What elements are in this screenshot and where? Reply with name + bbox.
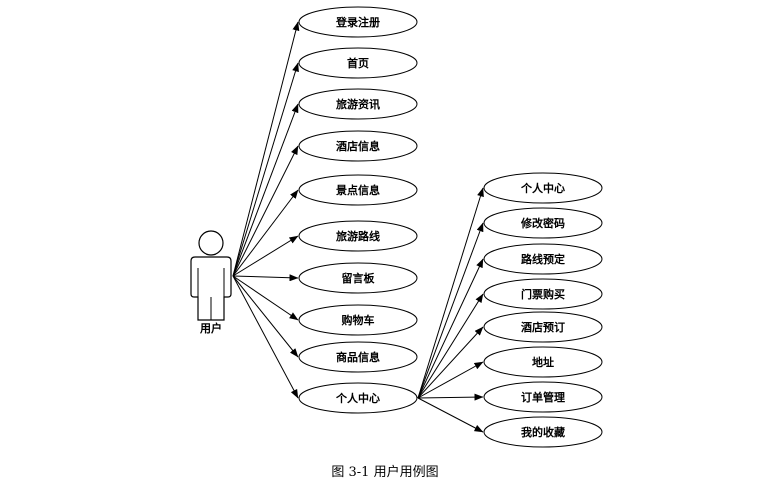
connector-line-personal-center: [232, 275, 299, 399]
connector-line-login: [232, 21, 300, 277]
use-case-travel-news-label: 旅游资讯: [336, 97, 380, 111]
connector-line-travel-route: [232, 235, 299, 277]
connector-line-sub-hotel-booking: [417, 326, 484, 399]
sub-use-case-route-booking-label: 路线预定: [521, 252, 565, 266]
sub-use-case-my-favorites-label: 我的收藏: [521, 425, 565, 439]
connector-line-product-info: [232, 275, 299, 358]
connector-line-message-board: [232, 274, 299, 282]
use-case-message-board-label: 留言板: [342, 271, 376, 285]
sub-use-case-order-management: 订单管理: [483, 381, 603, 413]
use-case-cart: 购物车: [298, 304, 418, 336]
actor-head: [198, 230, 224, 256]
connector-line-travel-news: [232, 103, 299, 277]
use-case-cart-label: 购物车: [342, 313, 375, 327]
connector-lines: [232, 21, 484, 433]
connector-line-sub-order-management: [417, 393, 484, 401]
use-case-product-info: 商品信息: [298, 341, 418, 373]
sub-use-case-personal-center: 个人中心: [483, 172, 603, 204]
actor-user: 用户: [190, 230, 232, 335]
use-case-scenic-info-label: 景点信息: [335, 183, 380, 197]
actor-label: 用户: [200, 321, 222, 335]
actor-body: [190, 256, 232, 321]
sub-use-case-change-password: 修改密码: [483, 207, 603, 239]
use-case-scenic-info: 景点信息: [298, 174, 418, 206]
connector-line-sub-change-password: [417, 222, 484, 399]
connector-line-home: [232, 62, 299, 277]
use-case-message-board: 留言板: [298, 262, 418, 294]
connector-line-sub-personal-center: [417, 187, 484, 399]
sub-use-cases: 个人中心 修改密码 路线预定 门票购买 酒店预订 地址 订单管理 我的收藏: [483, 172, 603, 448]
use-case-travel-route: 旅游路线: [298, 220, 418, 252]
connector-line-scenic-info: [232, 189, 299, 277]
connector-line-cart: [232, 275, 299, 321]
use-case-product-info-label: 商品信息: [336, 350, 380, 364]
connector-line-sub-my-favorites: [417, 397, 484, 433]
sub-use-case-hotel-booking: 酒店预订: [483, 311, 603, 343]
sub-use-case-order-management-label: 订单管理: [521, 390, 565, 404]
connector-line-hotel-info: [232, 145, 299, 277]
use-case-login-label: 登录注册: [335, 15, 380, 29]
sub-use-case-change-password-label: 修改密码: [520, 216, 565, 230]
use-case-personal-center-label: 个人中心: [335, 391, 380, 405]
use-case-home-label: 首页: [347, 56, 369, 70]
sub-use-case-address-label: 地址: [532, 355, 554, 369]
use-case-hotel-info-label: 酒店信息: [336, 139, 380, 153]
use-case-travel-news: 旅游资讯: [298, 88, 418, 120]
connector-line-sub-address: [417, 361, 484, 399]
figure-caption: 图 3-1 用户用例图: [331, 464, 438, 480]
sub-use-case-route-booking: 路线预定: [483, 243, 603, 275]
use-case-travel-route-label: 旅游路线: [336, 229, 380, 243]
sub-use-case-address: 地址: [483, 346, 603, 378]
use-case-login: 登录注册: [298, 6, 418, 38]
use-case-hotel-info: 酒店信息: [298, 130, 418, 162]
sub-use-case-ticket-purchase-label: 门票购买: [521, 287, 565, 301]
sub-use-case-hotel-booking-label: 酒店预订: [521, 320, 565, 334]
use-case-personal-center: 个人中心: [298, 382, 418, 414]
primary-use-cases: 登录注册 首页 旅游资讯 酒店信息 景点信息 旅游路线 留言板 购物车: [298, 6, 418, 414]
use-case-home: 首页: [298, 47, 418, 79]
sub-use-case-my-favorites: 我的收藏: [483, 416, 603, 448]
sub-use-case-ticket-purchase: 门票购买: [483, 278, 603, 310]
connector-line-sub-ticket-purchase: [417, 293, 484, 399]
connector-line-sub-route-booking: [417, 258, 484, 399]
sub-use-case-personal-center-label: 个人中心: [520, 181, 565, 195]
